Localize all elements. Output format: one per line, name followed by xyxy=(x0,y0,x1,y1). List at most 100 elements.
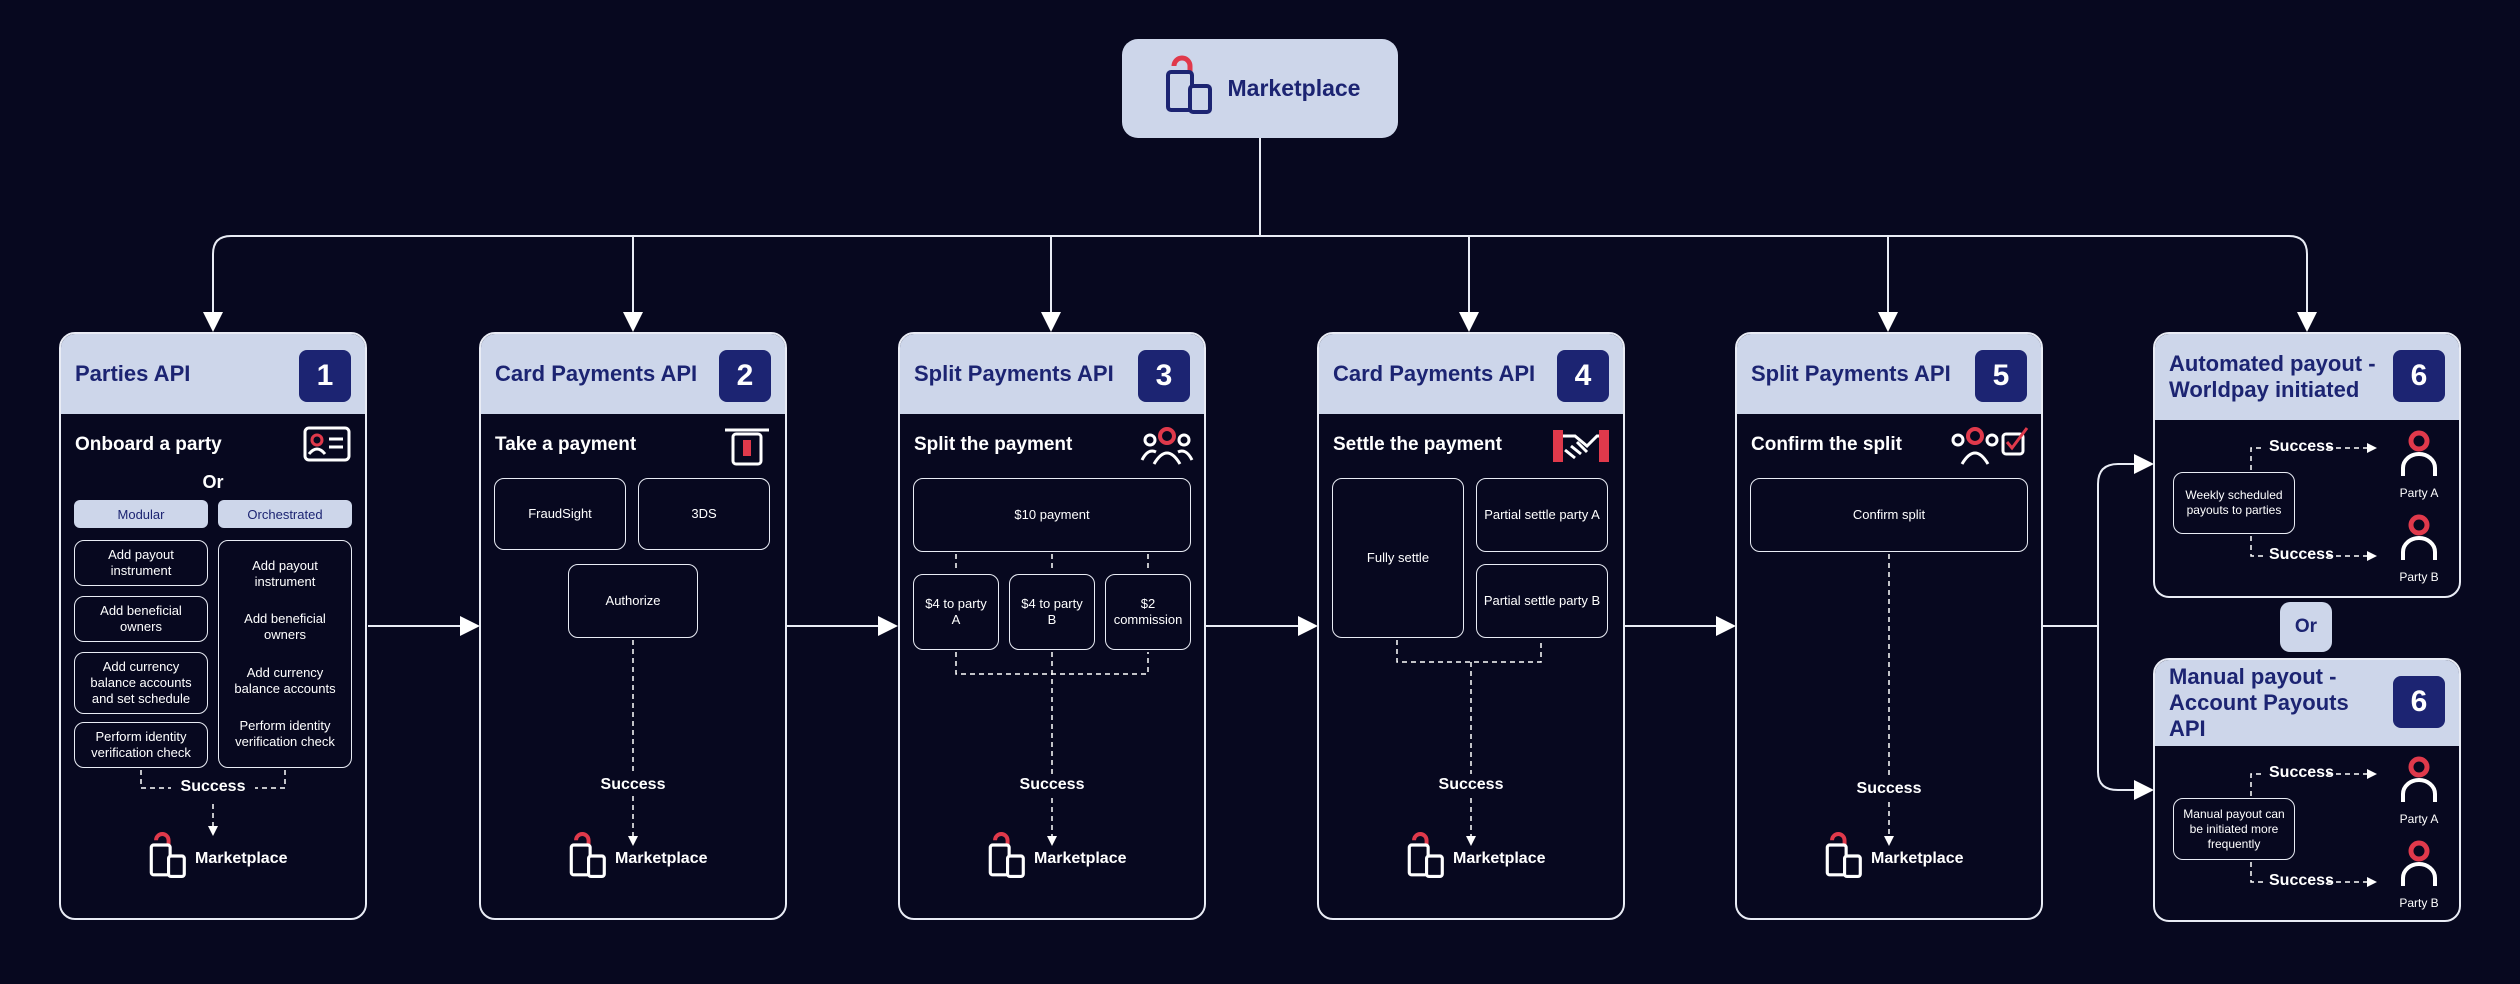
step-3-title: Split Payments API xyxy=(914,361,1114,386)
step-3-flow-lines xyxy=(955,554,1149,846)
confirm-split-box: Confirm split xyxy=(1750,478,2028,552)
orchestrated-add-beneficial-owners: Add beneficial owners xyxy=(244,611,326,643)
marketplace-header-box: Marketplace xyxy=(1122,39,1398,138)
onboard-party-title: Onboard a party xyxy=(75,434,222,455)
shopping-bag-icon xyxy=(1160,55,1216,121)
step-5-title: Split Payments API xyxy=(1751,361,1951,386)
person-icon xyxy=(2399,756,2439,809)
step-4-title: Card Payments API xyxy=(1333,361,1536,386)
step-6a-title: Automated payout - Worldpay initiated xyxy=(2169,351,2376,402)
take-payment-title: Take a payment xyxy=(495,434,637,455)
modular-add-payout-instrument: Add payout instrument xyxy=(74,540,208,586)
person-icon xyxy=(2399,514,2439,567)
threeds-box: 3DS xyxy=(638,478,770,550)
marketplace-label: Marketplace xyxy=(615,849,708,867)
shopping-bag-icon xyxy=(565,832,609,885)
step-4-badge: 4 xyxy=(1557,350,1609,402)
card-terminal-icon xyxy=(723,426,771,471)
step-2-title: Card Payments API xyxy=(495,361,698,386)
step-3-split-payments-card: Split Payments API 3 Split the payment $… xyxy=(898,332,1206,920)
step-2-badge: 2 xyxy=(719,350,771,402)
step-6a-header: Automated payout - Worldpay initiated 6 xyxy=(2155,334,2459,420)
split-payment-title: Split the payment xyxy=(914,434,1073,455)
step-6a-flow-lines xyxy=(2250,443,2377,561)
step-3-success: Success xyxy=(1019,776,1085,793)
step-5-success: Success xyxy=(1856,780,1922,797)
person-icon xyxy=(2399,840,2439,893)
step-4-header: Card Payments API 4 xyxy=(1319,334,1623,414)
modular-tab[interactable]: Modular xyxy=(74,500,208,528)
step-4-flow-lines xyxy=(1396,640,1542,846)
step-6-manual-payout-card: Manual payout - Account Payouts API 6 Ma… xyxy=(2153,658,2461,922)
marketplace-label: Marketplace xyxy=(195,849,288,867)
step-2-success: Success xyxy=(600,776,666,793)
step-6b-badge: 6 xyxy=(2393,676,2445,728)
id-card-icon xyxy=(303,426,351,467)
modular-add-beneficial-owners: Add beneficial owners xyxy=(74,596,208,642)
step-2-card-payments-card: Card Payments API 2 Take a payment Fraud… xyxy=(479,332,787,920)
step-1-title: Parties API xyxy=(75,361,191,386)
party-a-label: Party A xyxy=(2399,812,2439,826)
marketplace-title: Marketplace xyxy=(1227,75,1361,101)
party-a-label: Party A xyxy=(2399,486,2439,500)
party-b-label: Party B xyxy=(2399,570,2439,584)
authorize-box: Authorize xyxy=(568,564,698,638)
orchestrated-add-payout-instrument: Add payout instrument xyxy=(252,557,318,589)
orchestrated-tab[interactable]: Orchestrated xyxy=(218,500,352,528)
person-icon xyxy=(2399,430,2439,483)
confirm-split-title: Confirm the split xyxy=(1751,434,1902,455)
step-3-badge: 3 xyxy=(1138,350,1190,402)
step-1-flow-lines xyxy=(140,770,286,836)
step-2-flow-lines xyxy=(628,640,638,846)
step-5-header: Split Payments API 5 xyxy=(1737,334,2041,414)
step-3-marketplace: Marketplace xyxy=(984,832,1127,885)
commission-box: $2 commission xyxy=(1105,574,1191,650)
step-6a-badge: 6 xyxy=(2393,350,2445,402)
step-6b-success-b: Success xyxy=(2269,872,2334,889)
step-5-marketplace: Marketplace xyxy=(1821,832,1964,885)
shopping-bag-icon xyxy=(145,832,189,885)
modular-identity-verification: Perform identity verification check xyxy=(74,722,208,768)
step-6b-title: Manual payout - Account Payouts API xyxy=(2169,664,2349,741)
shopping-bag-icon xyxy=(1821,832,1865,885)
fully-settle-box: Fully settle xyxy=(1332,478,1464,638)
modular-add-currency-accounts: Add currency balance accounts and set sc… xyxy=(74,652,208,714)
step-6b-header: Manual payout - Account Payouts API 6 xyxy=(2155,660,2459,746)
step-6-automated-payout-card: Automated payout - Worldpay initiated 6 … xyxy=(2153,332,2461,598)
party-b-share-box: $4 to party B xyxy=(1009,574,1095,650)
manual-payout-box: Manual payout can be initiated more freq… xyxy=(2173,798,2295,860)
step-5-badge: 5 xyxy=(1975,350,2027,402)
step-6b-success-a: Success xyxy=(2269,764,2334,781)
step-6a-success-b: Success xyxy=(2269,546,2334,563)
marketplace-label: Marketplace xyxy=(1453,849,1546,867)
party-b-label: Party B xyxy=(2399,896,2439,910)
fraudsight-box: FraudSight xyxy=(494,478,626,550)
handshake-icon xyxy=(1553,428,1609,469)
group-check-icon xyxy=(1949,422,2029,471)
step-1-header: Parties API 1 xyxy=(61,334,365,414)
step-2-header: Card Payments API 2 xyxy=(481,334,785,414)
step-1-success: Success xyxy=(180,778,246,795)
step-1-parties-card: Parties API 1 Onboard a party Or Modular… xyxy=(59,332,367,920)
partial-settle-b-box: Partial settle party B xyxy=(1476,564,1608,638)
step-4-marketplace: Marketplace xyxy=(1403,832,1546,885)
shopping-bag-icon xyxy=(984,832,1028,885)
step-5-flow-lines xyxy=(1884,554,1894,846)
step-2-marketplace: Marketplace xyxy=(565,832,708,885)
marketplace-label: Marketplace xyxy=(1034,849,1127,867)
step-6a-success-a: Success xyxy=(2269,438,2334,455)
partial-settle-a-box: Partial settle party A xyxy=(1476,478,1608,552)
payout-or-box: Or xyxy=(2280,602,2332,652)
step-1-badge: 1 xyxy=(299,350,351,402)
step-4-success: Success xyxy=(1438,776,1504,793)
shopping-bag-icon xyxy=(1403,832,1447,885)
ten-dollar-payment-box: $10 payment xyxy=(913,478,1191,552)
step-5-split-payments-card: Split Payments API 5 Confirm the split C… xyxy=(1735,332,2043,920)
orchestrated-add-currency-accounts: Add currency balance accounts xyxy=(234,664,336,696)
step-1-marketplace: Marketplace xyxy=(145,832,288,885)
orchestrated-steps-box: Add payout instrument Add beneficial own… xyxy=(218,540,352,768)
marketplace-label: Marketplace xyxy=(1871,849,1964,867)
settle-payment-title: Settle the payment xyxy=(1333,434,1502,455)
orchestrated-identity-verification: Perform identity verification check xyxy=(235,718,335,750)
